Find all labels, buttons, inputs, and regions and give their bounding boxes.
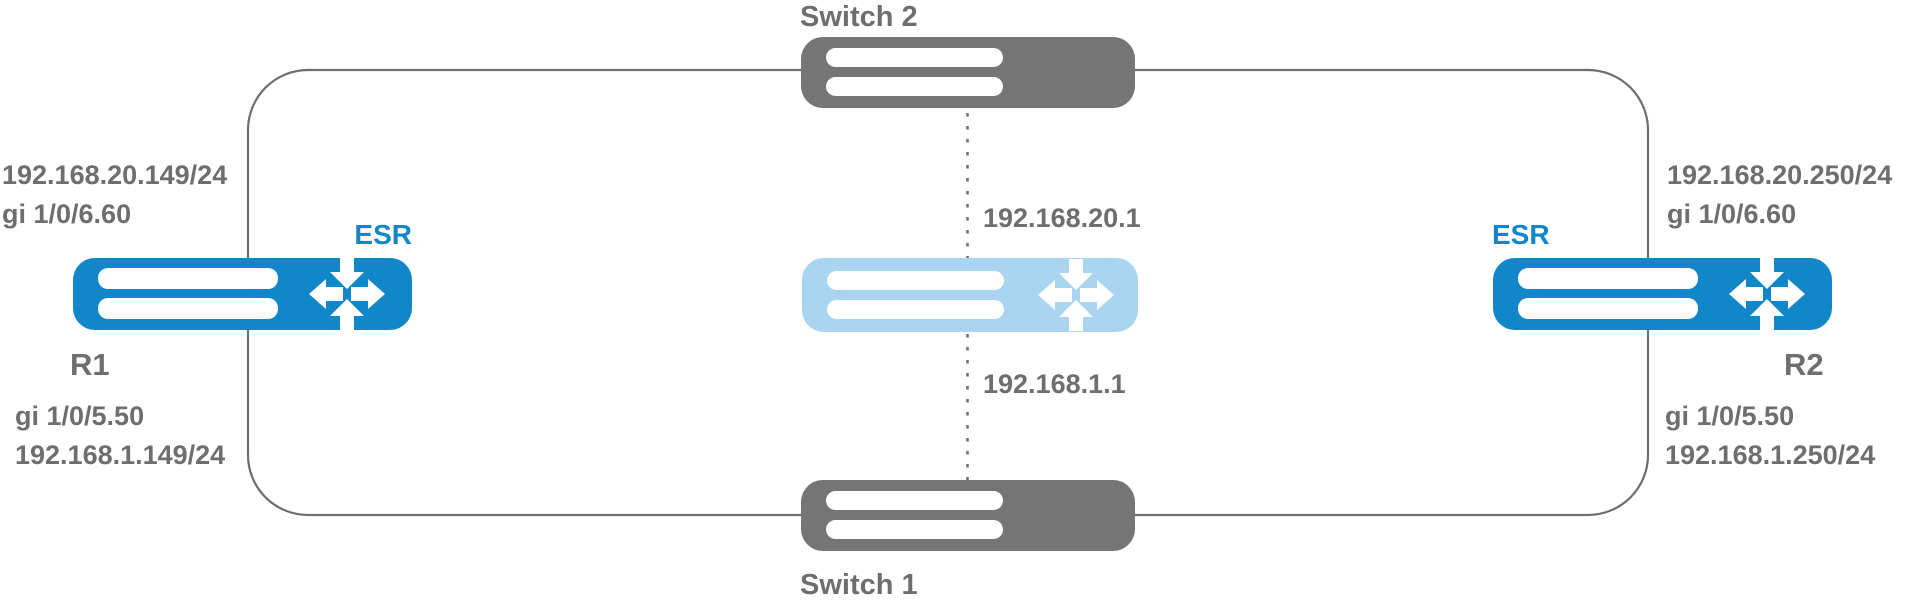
- switch2-label: Switch 2: [800, 1, 918, 33]
- r2-bottom-interface: gi 1/0/5.50: [1665, 401, 1795, 431]
- port-bar: [98, 268, 278, 289]
- r1-bottom-ip: 192.168.1.149/24: [15, 440, 226, 470]
- r2-top-interface: gi 1/0/6.60: [1667, 199, 1797, 229]
- r1-bottom-address-block: gi 1/0/5.50 192.168.1.149/24: [15, 397, 225, 475]
- port-bar: [826, 48, 1003, 67]
- crossed-arrows-icon: [309, 258, 385, 330]
- port-bar: [826, 520, 1003, 539]
- r2-top-address-block: 192.168.20.250/24 gi 1/0/6.60: [1667, 156, 1892, 234]
- r2-name-label: R2: [1784, 347, 1824, 382]
- virtual-router-bottom-ip: 192.168.1.1: [983, 369, 1126, 399]
- router-r2-icon: [1493, 258, 1832, 330]
- r2-bottom-address-block: gi 1/0/5.50 192.168.1.250/24: [1665, 397, 1875, 475]
- r1-bottom-interface: gi 1/0/5.50: [15, 401, 145, 431]
- r1-top-address-block: 192.168.20.149/24 gi 1/0/6.60: [2, 156, 227, 234]
- crossed-arrows-icon: [1038, 259, 1114, 331]
- switch1-icon: [801, 480, 1135, 551]
- router-r1-icon: [73, 258, 412, 330]
- port-bar: [98, 298, 278, 319]
- port-bar: [827, 271, 1004, 290]
- r2-esr-label: ESR: [1492, 219, 1550, 250]
- port-bar: [827, 300, 1004, 319]
- port-bar: [826, 77, 1003, 96]
- virtual-router-icon: [802, 258, 1138, 332]
- r1-top-ip: 192.168.20.149/24: [2, 160, 228, 190]
- r1-top-interface: gi 1/0/6.60: [2, 199, 132, 229]
- port-bar: [1518, 268, 1698, 289]
- r1-esr-label: ESR: [354, 219, 412, 250]
- r1-name-label: R1: [70, 347, 110, 382]
- r2-bottom-ip: 192.168.1.250/24: [1665, 440, 1876, 470]
- r2-top-ip: 192.168.20.250/24: [1667, 160, 1893, 190]
- port-bar: [826, 491, 1003, 510]
- port-bar: [1518, 298, 1698, 319]
- switch1-label: Switch 1: [800, 569, 918, 601]
- crossed-arrows-icon: [1729, 258, 1805, 330]
- virtual-router-top-ip: 192.168.20.1: [983, 203, 1141, 233]
- switch2-icon: [801, 37, 1135, 108]
